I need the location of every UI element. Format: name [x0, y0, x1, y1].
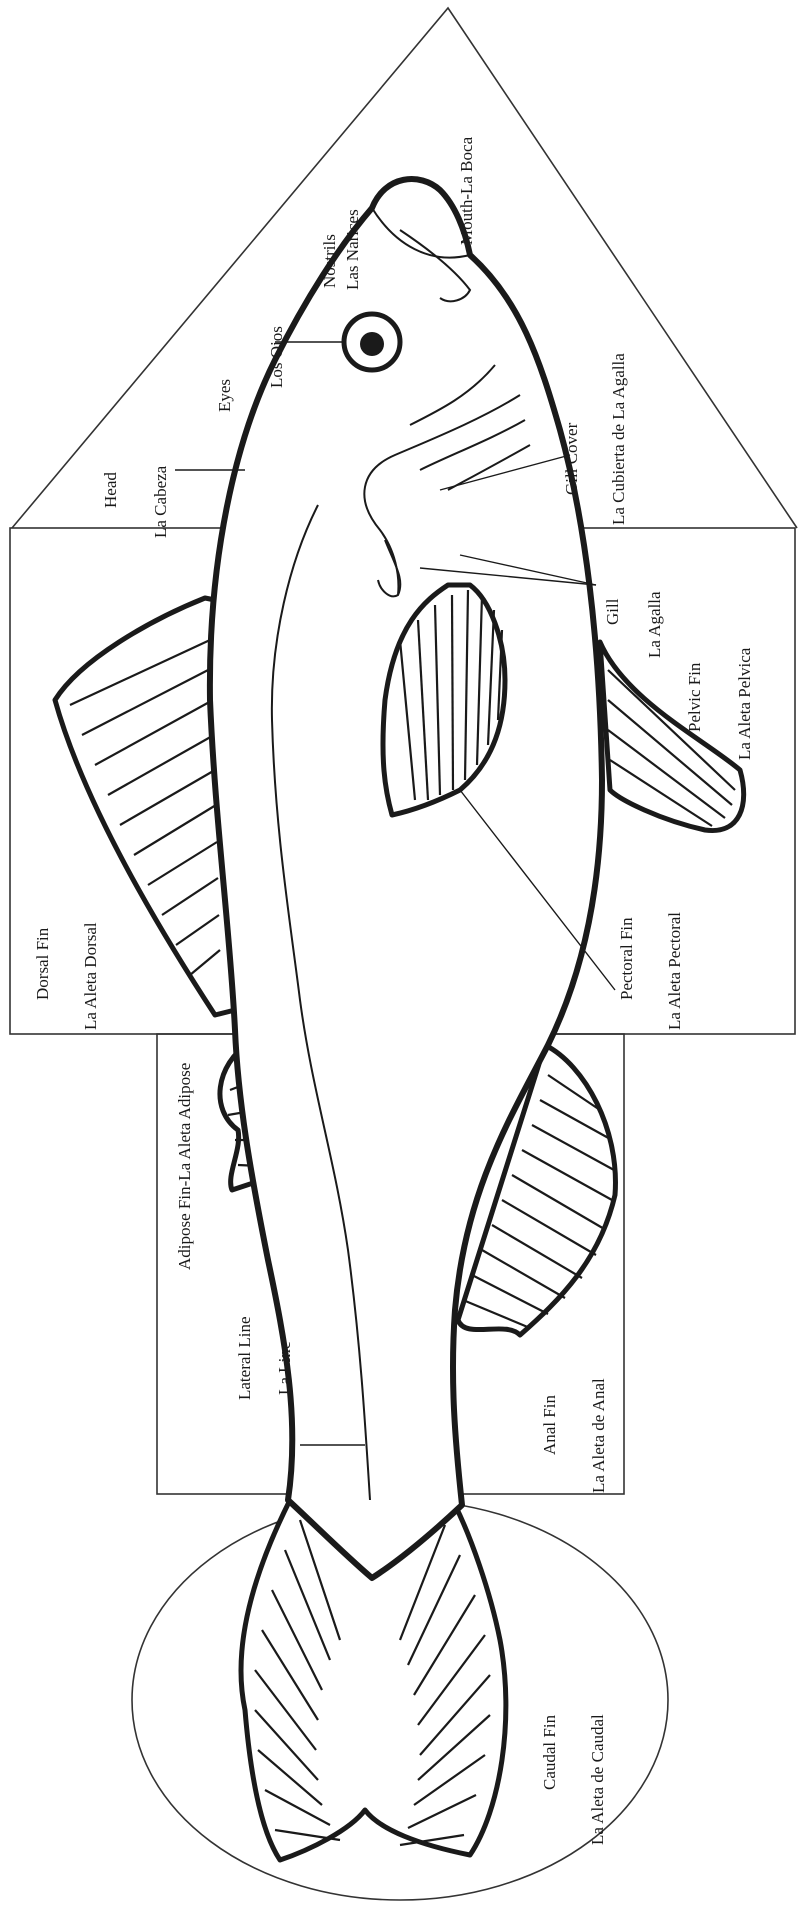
svg-text:La Cabeza: La Cabeza: [151, 465, 170, 538]
svg-text:Mouth-La Boca: Mouth-La Boca: [457, 136, 476, 245]
svg-text:La Agalla: La Agalla: [645, 591, 664, 658]
svg-text:Lateral Line: Lateral Line: [235, 1316, 254, 1400]
label-adipose: Adipose Fin-La Aleta Adipose: [175, 1063, 194, 1270]
svg-text:La Aleta de Anal: La Aleta de Anal: [589, 1378, 608, 1493]
label-pectoral: Pectoral Fin La Aleta Pectoral: [617, 912, 684, 1030]
svg-text:Pectoral Fin: Pectoral Fin: [617, 917, 636, 1000]
svg-text:Nostrils: Nostrils: [320, 234, 339, 288]
svg-text:Los Ojos: Los Ojos: [267, 326, 286, 388]
label-gill: Gill La Agalla: [603, 591, 664, 658]
svg-text:La Aleta de Caudal: La Aleta de Caudal: [588, 1714, 607, 1845]
label-head: Head La Cabeza: [101, 465, 170, 538]
svg-text:Dorsal Fin: Dorsal Fin: [33, 927, 52, 1000]
svg-text:La Aleta Dorsal: La Aleta Dorsal: [81, 922, 100, 1030]
svg-text:Gill: Gill: [603, 598, 622, 625]
label-mouth: Mouth-La Boca: [457, 136, 476, 245]
svg-text:Caudal Fin: Caudal Fin: [540, 1714, 559, 1790]
svg-text:La Cubierta de La Agalla: La Cubierta de La Agalla: [609, 353, 628, 525]
svg-text:Head: Head: [101, 472, 120, 508]
svg-text:La Linc: La Linc: [275, 1341, 294, 1395]
pelvic-fin: [600, 642, 744, 831]
svg-text:Eyes: Eyes: [215, 379, 234, 412]
label-dorsal: Dorsal Fin La Aleta Dorsal: [33, 922, 100, 1030]
eye-pupil: [360, 332, 384, 356]
svg-text:Pelvic Fin: Pelvic Fin: [685, 662, 704, 732]
svg-text:Anal Fin: Anal Fin: [540, 1395, 559, 1455]
label-anal: Anal Fin La Aleta de Anal: [540, 1378, 608, 1493]
svg-text:La Aleta Pelvica: La Aleta Pelvica: [735, 647, 754, 760]
svg-text:La Aleta Pectoral: La Aleta Pectoral: [665, 912, 684, 1030]
svg-text:Las Narices: Las Narices: [343, 209, 362, 290]
svg-text:Gill Cover: Gill Cover: [562, 422, 581, 495]
label-caudal: Caudal Fin La Aleta de Caudal: [540, 1714, 607, 1845]
svg-text:Adipose Fin-La Aleta Adipose: Adipose Fin-La Aleta Adipose: [175, 1063, 194, 1270]
